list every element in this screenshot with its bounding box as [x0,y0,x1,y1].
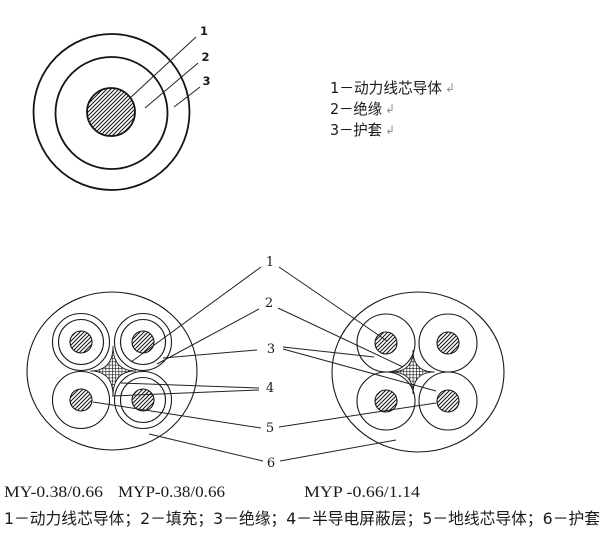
callout-4: 4 [266,381,274,396]
leader-2-right [277,307,404,368]
sheath-circle [32,33,191,191]
core-conductor [374,331,398,355]
leader-4-left-b [111,389,260,397]
callout-6: 6 [267,456,275,471]
callout-1: 1 [266,255,274,270]
power-core-conductor [131,330,155,354]
core-conductor [374,389,398,413]
leader-line-insulation [144,62,199,109]
bottom-callouts: 1 2 3 4 5 6 [92,255,437,471]
leader-3-left [162,349,258,359]
paragraph-mark-icon: ↲ [385,102,395,116]
model-label-myp-038: MYP-0.38/0.66 [118,484,225,501]
bottom-legend: 1－动力线芯导体；2－填充；3－绝缘；4－半导电屏蔽层；5－地线芯导体；6－护套 [4,509,600,528]
callout-5: 5 [266,421,274,436]
callout-1: 1 [200,24,208,38]
center-filling [89,345,137,397]
power-core-shield-circle [113,312,173,372]
sheath-outline [331,291,505,453]
top-legend: 1－动力线芯导体 ↲ 2－绝缘 ↲ 3－护套 ↲ [330,79,455,139]
leader-3-right-b [282,348,437,392]
leader-6-left [148,433,264,462]
ground-core-conductor [69,388,93,412]
power-core-insulation-circle [119,318,167,366]
legend-line-insulation: 2－绝缘 [330,100,382,118]
leader-3-right-a [282,346,375,358]
ground-core-circle [51,370,111,430]
leader-1-right [278,266,388,342]
center-filling [390,349,436,395]
leader-line-sheath [173,86,201,108]
model-label-myp-066: MYP -0.66/1.14 [304,484,420,501]
callout-3: 3 [267,342,275,357]
ground-core-conductor [436,389,460,413]
leader-2-left [156,308,260,365]
power-core-insulation-circle [57,318,105,366]
model-label-my: MY-0.38/0.66 [4,484,103,501]
leader-4-left-a [120,382,260,389]
four-core-cable-left [26,291,198,451]
four-core-cable-right [331,291,505,453]
single-core-cable-cross-section: 1 2 3 [32,24,211,191]
power-core-shield-circle [113,370,173,430]
leader-1-left [130,266,262,363]
conductor-core [86,87,136,137]
core-conductor [436,331,460,355]
legend-line-conductor: 1－动力线芯导体 [330,79,442,97]
power-core-conductor [131,388,155,412]
leader-5-left [92,401,262,429]
insulation-circle [54,56,169,170]
leader-6-right [279,439,397,462]
callout-2: 2 [265,296,273,311]
power-core-shield-circle [51,312,111,372]
leader-line-conductor [129,36,197,99]
ground-core-circle [418,371,478,431]
paragraph-mark-icon: ↲ [385,123,395,137]
legend-line-sheath: 3－护套 [330,121,382,139]
paragraph-mark-icon: ↲ [445,81,455,95]
power-core-insulation-circle [119,376,167,424]
bottom-captions: MY-0.38/0.66 MYP-0.38/0.66 MYP -0.66/1.1… [4,484,600,528]
leader-5-right [278,402,437,428]
callout-2: 2 [201,50,209,64]
core-insulation-circle [356,371,416,431]
sheath-outline [26,291,198,451]
power-core-conductor [69,330,93,354]
callout-3: 3 [202,74,210,88]
